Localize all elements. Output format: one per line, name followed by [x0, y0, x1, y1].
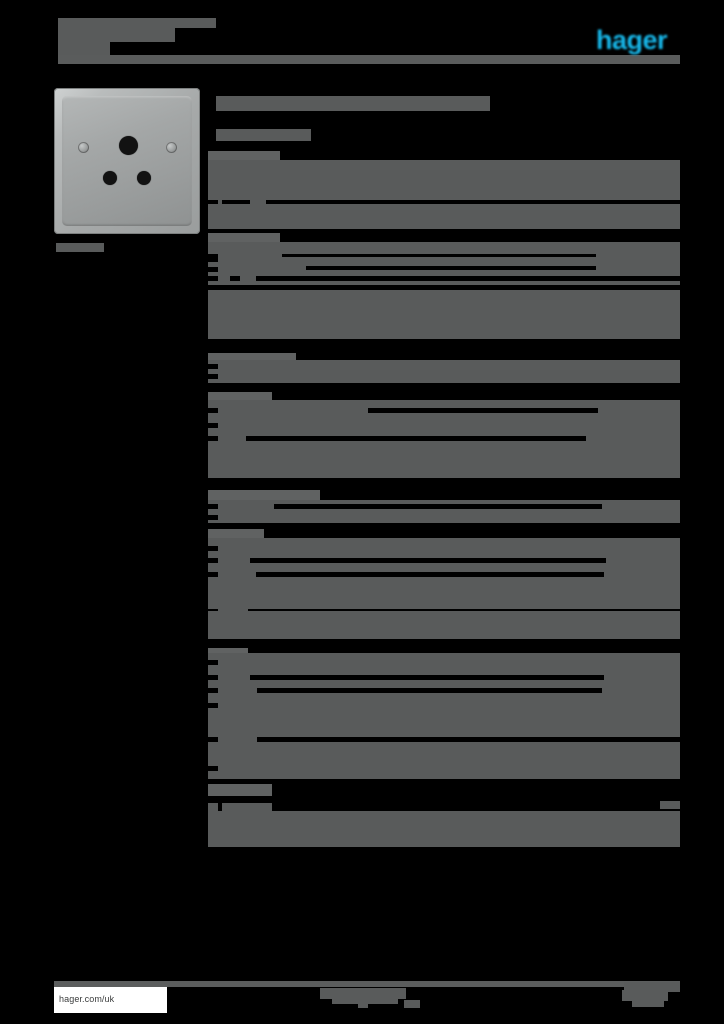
- row-gap: [306, 266, 596, 270]
- section-label-3: [208, 353, 296, 362]
- row-gap: [230, 276, 240, 281]
- table-row: [208, 360, 680, 383]
- footer-page-number-line-1: [624, 982, 680, 992]
- section-label-2: [208, 233, 280, 242]
- page-header: hager: [0, 0, 724, 78]
- row-gap: [208, 660, 218, 665]
- table-row: [208, 257, 680, 275]
- header-rule: [58, 55, 680, 64]
- section-8-row-name: [222, 803, 272, 811]
- footer-note-line-2: [332, 996, 398, 1004]
- header-title-line-2: [58, 26, 175, 42]
- page-subtitle: [216, 129, 311, 141]
- header-title-line-1: [58, 18, 216, 28]
- socket-live-pin-icon: [103, 171, 117, 185]
- section-8-row-value: [660, 801, 680, 809]
- footer-rule: [54, 981, 680, 987]
- table-row: [208, 653, 680, 779]
- row-gap: [368, 408, 598, 413]
- socket-earth-pin-icon: [119, 136, 138, 155]
- row-gap: [208, 572, 218, 577]
- product-image-caption: [56, 243, 104, 252]
- faceplate-screw-left-icon: [78, 142, 89, 153]
- page-title: [216, 96, 490, 111]
- row-gap: [208, 558, 218, 563]
- row-gap: [250, 558, 606, 563]
- footer-link-label[interactable]: hager.com/uk: [59, 994, 115, 1004]
- table-row: [208, 242, 680, 258]
- footer-page-number-line-2: [622, 990, 668, 1001]
- faceplate-screw-right-icon: [166, 142, 177, 153]
- table-row: [208, 290, 680, 339]
- footer-page-number-line-3: [632, 1000, 664, 1007]
- row-gap: [208, 364, 218, 369]
- table-row: [208, 204, 680, 229]
- row-gap: [266, 200, 680, 204]
- section-label-8: [208, 784, 272, 796]
- row-gap: [246, 436, 586, 441]
- header-title-line-3: [58, 42, 110, 56]
- row-gap: [208, 200, 218, 204]
- table-row: [208, 160, 680, 204]
- section-label-5: [208, 490, 320, 500]
- row-gap: [208, 688, 218, 693]
- row-gap: [208, 504, 218, 509]
- hager-logo: hager: [596, 25, 668, 55]
- row-gap: [208, 675, 218, 680]
- row-gap: [208, 436, 218, 441]
- socket-neutral-pin-icon: [137, 171, 151, 185]
- row-gap: [222, 200, 250, 204]
- row-gap: [208, 374, 218, 379]
- row-gap: [274, 504, 602, 509]
- row-gap: [208, 267, 218, 272]
- section-label-4: [208, 392, 272, 401]
- row-gap: [208, 408, 218, 413]
- row-gap: [208, 737, 218, 742]
- table-row: [208, 611, 680, 639]
- row-gap: [282, 254, 596, 258]
- row-gap: [208, 254, 218, 258]
- table-row: [208, 275, 680, 285]
- row-gap: [256, 572, 604, 577]
- row-gap: [208, 515, 218, 520]
- row-gap: [208, 546, 218, 551]
- row-gap: [250, 675, 604, 680]
- row-gap: [257, 688, 602, 693]
- footer-note-line-3: [358, 1003, 368, 1008]
- footer-note-line-4: [404, 1000, 420, 1008]
- row-gap: [208, 257, 218, 262]
- row-gap: [257, 737, 680, 742]
- footer-link-button[interactable]: hager.com/uk: [54, 987, 167, 1013]
- section-8-row-bullet: [208, 803, 218, 811]
- section-label-1: [208, 151, 280, 160]
- table-row: [208, 500, 680, 523]
- table-row: [208, 400, 680, 478]
- product-image: [54, 88, 200, 234]
- table-row: [208, 811, 680, 847]
- row-gap: [208, 423, 218, 428]
- socket-faceplate: [62, 96, 192, 226]
- row-gap: [208, 276, 218, 281]
- footer-note-line-1: [320, 988, 406, 999]
- section-label-6: [208, 529, 264, 539]
- row-gap: [256, 276, 680, 281]
- row-gap: [208, 766, 218, 771]
- row-gap: [208, 703, 218, 708]
